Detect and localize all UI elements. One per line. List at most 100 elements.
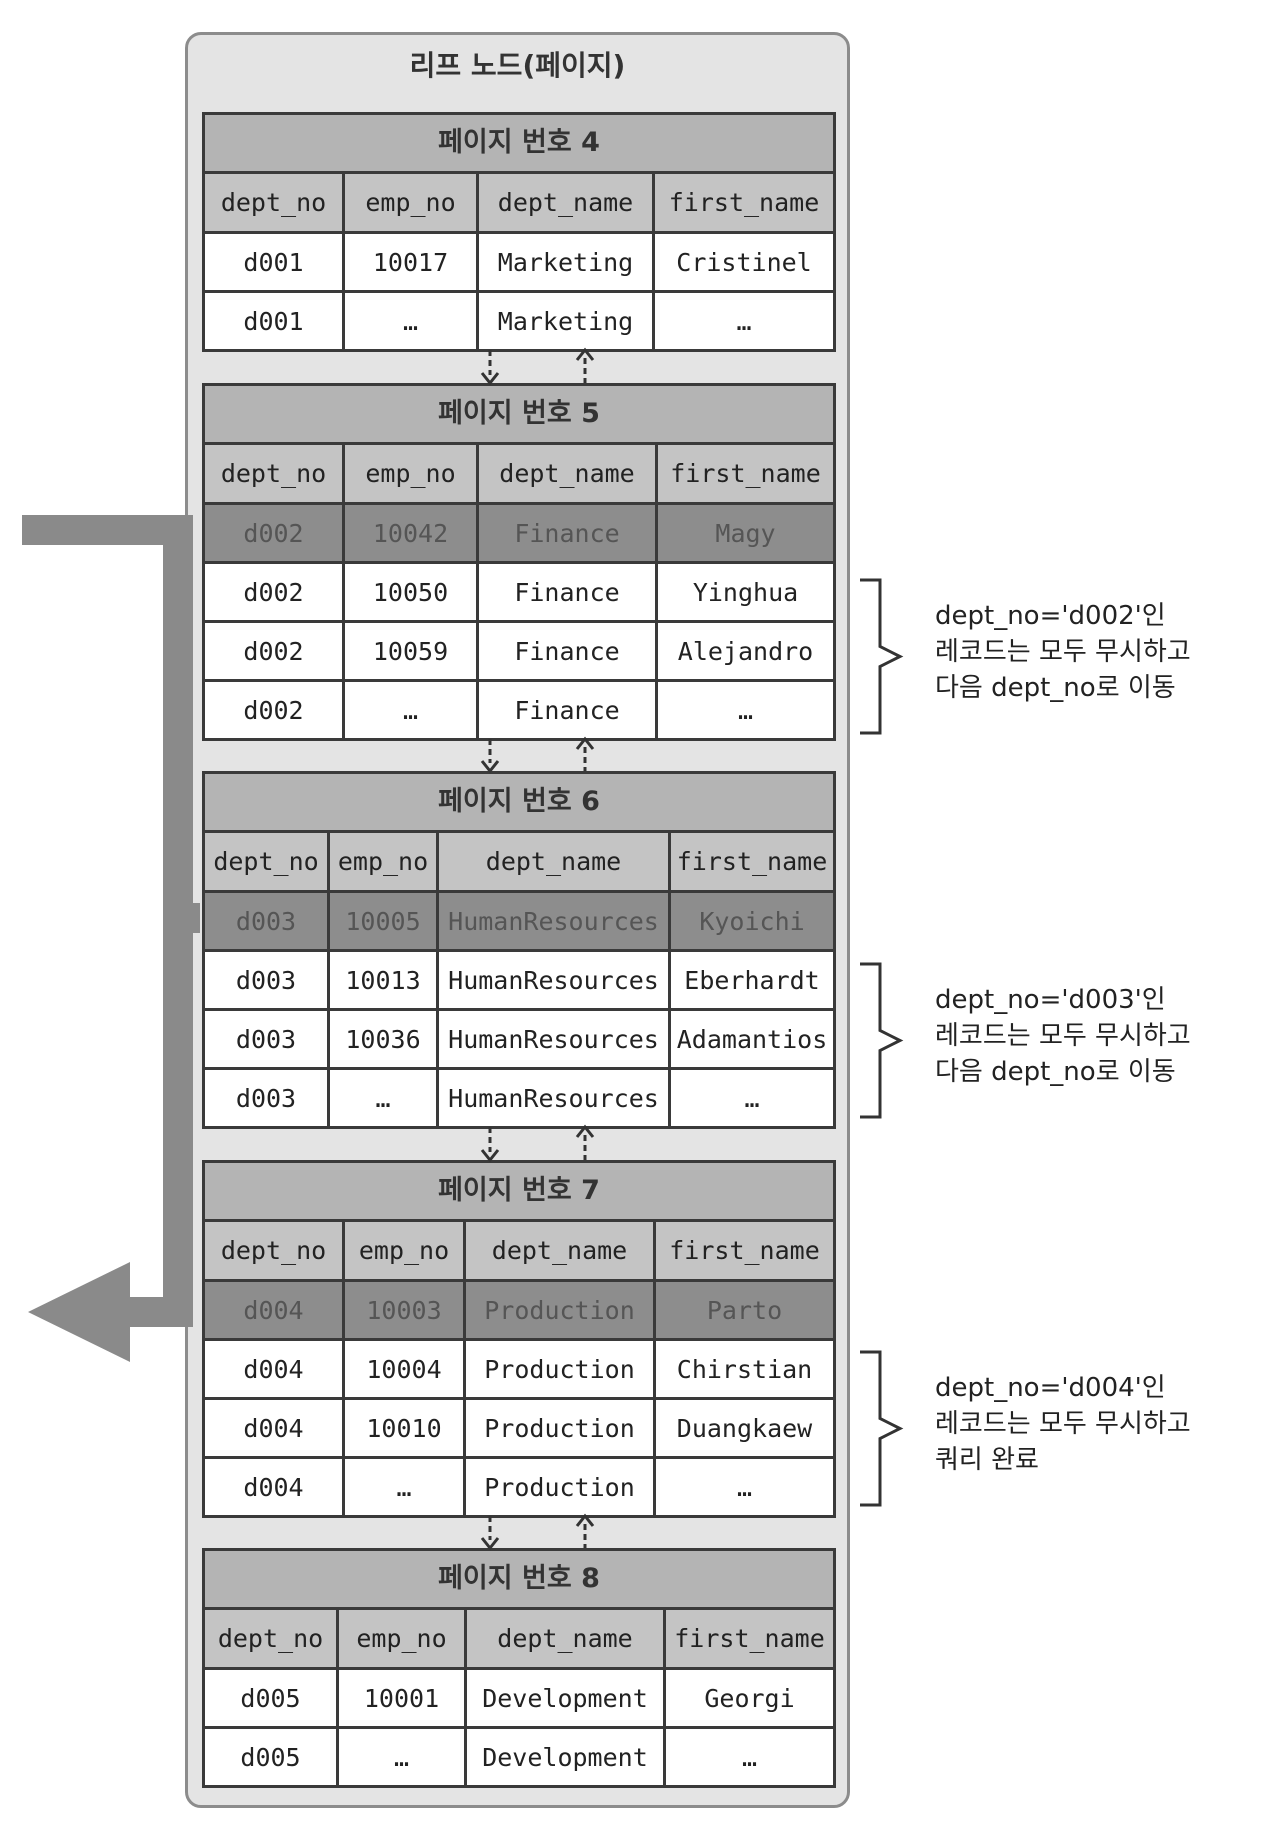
cell-dept-no: d001 [243,306,304,336]
cell-dept-no: d005 [240,1683,301,1713]
brace-1 [860,578,904,735]
cell-emp-no: … [342,293,476,349]
table-row: d001 …Marketing… [205,290,833,349]
cell-dept-no: d003 [235,965,297,995]
cell-dept-name: HumanResources [436,1011,668,1067]
cell-dept-no: d004 [243,1354,304,1384]
cell-dept-name: Finance [476,564,655,620]
cell-emp-no: … [342,682,476,738]
column-header-first-name: first_name [668,833,833,890]
note-line: 레코드는 모두 무시하고 [935,1021,1191,1051]
column-header-dept-name: dept_name [463,1222,653,1279]
prev-page-arrowhead [575,736,595,750]
cell-dept-name: Finance [476,623,655,679]
cell-emp-no: 10042 [342,505,476,561]
column-header-emp-no: emp_no [336,1610,464,1667]
cell-emp-no: … [327,1070,436,1126]
cell-dept-name: Marketing [476,293,652,349]
cell-dept-no: d003 [235,906,297,936]
column-header-first-name: first_name [652,174,833,231]
cell-emp-no: 10059 [342,623,476,679]
brace-3 [860,1350,904,1507]
cell-first-name: … [652,293,833,349]
page-title: 페이지 번호 8 [205,1551,833,1610]
column-header-dept-no: dept_no [217,1624,324,1653]
cell-emp-no: 10010 [342,1400,463,1456]
cell-first-name: Georgi [663,1670,833,1726]
note-line: 레코드는 모두 무시하고 [935,637,1191,667]
cell-dept-name: Production [463,1459,653,1515]
cell-emp-no: 10004 [342,1341,463,1397]
column-header-first-name: first_name [655,445,833,502]
column-header-dept-no: dept_no [213,847,319,876]
next-page-arrowhead [480,1537,500,1551]
column-header-emp-no: emp_no [342,445,476,502]
next-page-arrowhead [480,760,500,774]
prev-page-arrowhead [575,347,595,361]
cell-first-name: Kyoichi [668,893,833,949]
cell-emp-no: 10050 [342,564,476,620]
cell-emp-no: 10003 [342,1282,463,1338]
cell-dept-name: HumanResources [436,952,668,1008]
note-line: 레코드는 모두 무시하고 [935,1409,1191,1439]
column-header-dept-no: dept_no [220,188,327,217]
cell-dept-no: d002 [243,577,304,607]
leaf-node-title: 리프 노드(페이지) [409,49,626,82]
column-header-emp-no: emp_no [342,1222,463,1279]
cell-dept-no: d004 [243,1413,304,1443]
cell-dept-name: Production [463,1282,653,1338]
cell-emp-no: … [336,1729,464,1785]
cell-dept-no: d004 [243,1472,304,1502]
cell-first-name: Eberhardt [668,952,833,1008]
cell-emp-no: … [342,1459,463,1515]
cell-dept-no: d002 [243,518,304,548]
cell-emp-no: 10017 [342,234,476,290]
cell-dept-no: d001 [243,247,304,277]
note-line: dept_no='d003'인 [935,985,1166,1015]
table-row: d003…HumanResources… [205,1067,833,1126]
table-row: d004…Production… [205,1456,833,1515]
cell-first-name: Parto [653,1282,833,1338]
cell-first-name: Adamantios [668,1011,833,1067]
cell-dept-name: Marketing [476,234,652,290]
cell-dept-name: Finance [476,682,655,738]
skip-scan-path [22,515,193,1327]
note-line: dept_no='d002'인 [935,601,1166,631]
prev-page-arrowhead [575,1513,595,1527]
cell-emp-no: 10013 [327,952,436,1008]
note-line: 다음 dept_no로 이동 [935,673,1176,703]
column-header-emp-no: emp_no [342,174,476,231]
cell-dept-no: d003 [235,1024,297,1054]
cell-dept-no: d005 [240,1742,301,1772]
column-header-first-name: first_name [663,1610,833,1667]
cell-first-name: Chirstian [653,1341,833,1397]
page-title: 페이지 번호 6 [205,774,833,833]
cell-emp-no: 10001 [336,1670,464,1726]
cell-first-name: Duangkaew [653,1400,833,1456]
page-title: 페이지 번호 4 [205,115,833,174]
column-header-dept-no: dept_no [220,459,327,488]
cell-first-name: … [668,1070,833,1126]
column-header-dept-name: dept_name [436,833,668,890]
cell-dept-no: d002 [243,695,304,725]
cell-dept-no: d004 [243,1295,304,1325]
page-title: 페이지 번호 5 [205,386,833,445]
